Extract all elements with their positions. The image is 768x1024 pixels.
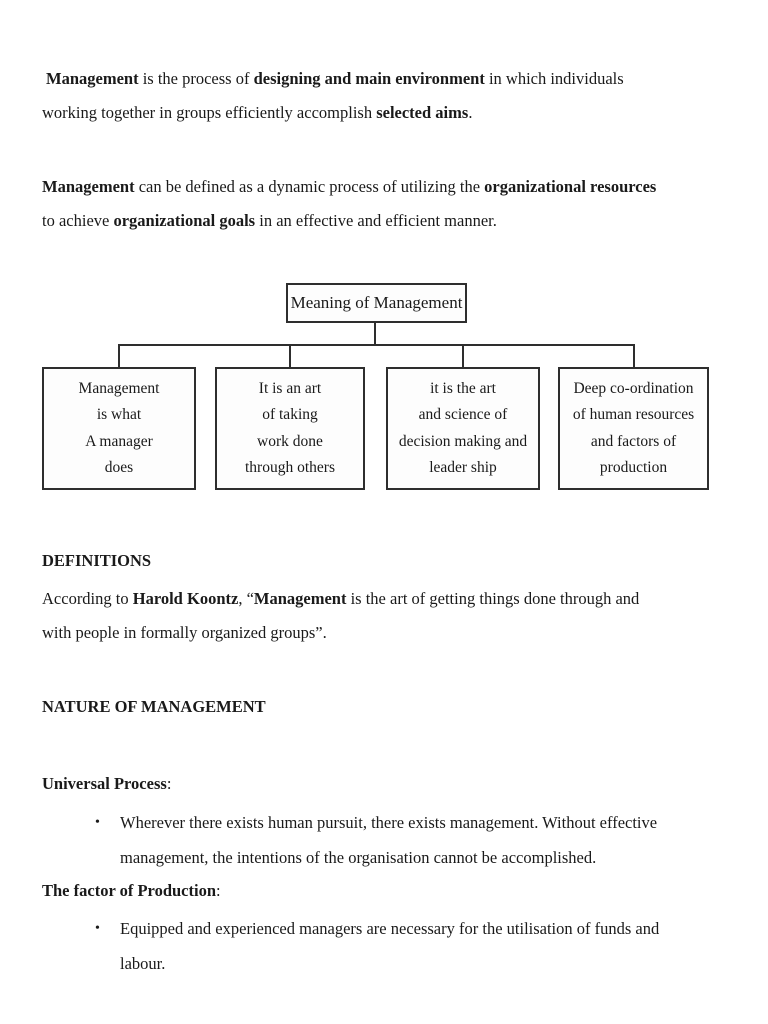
factor-of-production-label: The factor of Production:	[42, 874, 221, 908]
section-label-colon: :	[216, 881, 221, 900]
diagram-box-art-of-taking-work: It is an art of taking work done through…	[215, 367, 365, 490]
text-segment: Management	[253, 589, 347, 608]
bullet-icon: •	[95, 815, 100, 830]
text-segment: in which individuals working together in…	[42, 69, 624, 122]
bullet-icon: •	[95, 921, 100, 936]
text-segment: is the art of getting things done throug…	[42, 589, 640, 642]
text-segment: organizational goals	[113, 211, 256, 230]
nature-heading: NATURE OF MANAGEMENT	[42, 697, 266, 716]
diagram-box-manager-does: Management is what A manager does	[42, 367, 196, 490]
bullet-item-universal-process: • Wherever there exists human pursuit, th…	[95, 806, 720, 875]
connector-stem	[374, 323, 376, 344]
text-segment: can be defined as a dynamic process of u…	[134, 177, 485, 196]
text-segment: to achieve	[42, 211, 110, 230]
section-label-text: Universal Process	[42, 774, 167, 793]
text-segment: Management	[46, 69, 139, 88]
universal-process-label: Universal Process:	[42, 767, 171, 801]
text-segment: organizational resources	[484, 177, 657, 196]
intro-paragraph: Management is the process of designing a…	[42, 62, 734, 130]
diagram-title-box: Meaning of Management	[286, 283, 467, 323]
connector-bus	[118, 344, 635, 346]
bullet-item-factor-of-production: • Equipped and experienced managers are n…	[95, 912, 720, 981]
text-segment: According to	[42, 589, 133, 608]
diagram-box-coordination-resources: Deep co-ordination of human resources an…	[558, 367, 709, 490]
text-segment: selected aims	[376, 103, 469, 122]
diagram-title: Meaning of Management	[290, 293, 463, 312]
text-segment: , “	[238, 589, 254, 608]
text-segment: designing and main environment	[253, 69, 485, 88]
text-segment: is the process of	[138, 69, 254, 88]
section-label-colon: :	[166, 774, 172, 793]
connector-drop	[289, 346, 291, 367]
definitions-heading: DEFINITIONS	[42, 551, 152, 570]
connector-drop	[633, 346, 635, 367]
connector-drop	[462, 346, 464, 367]
connector-drop	[118, 346, 120, 367]
meaning-of-management-diagram: Meaning of Management Management is what…	[42, 283, 712, 490]
text-segment: .	[468, 103, 473, 122]
text-segment: Management	[42, 177, 135, 196]
definition-intro-paragraph: Management can be defined as a dynamic p…	[42, 170, 734, 238]
diagram-box-art-and-science: it is the art and science of decision ma…	[386, 367, 540, 490]
bullet-text: Wherever there exists human pursuit, the…	[120, 813, 658, 867]
section-label-text: The factor of Production	[42, 881, 216, 900]
koontz-definition-paragraph: According to Harold Koontz, “Management …	[42, 582, 734, 650]
bullet-text: Equipped and experienced managers are ne…	[120, 919, 660, 973]
text-segment: Harold Koontz	[132, 589, 239, 608]
text-segment: in an effective and efficient manner.	[255, 211, 497, 230]
